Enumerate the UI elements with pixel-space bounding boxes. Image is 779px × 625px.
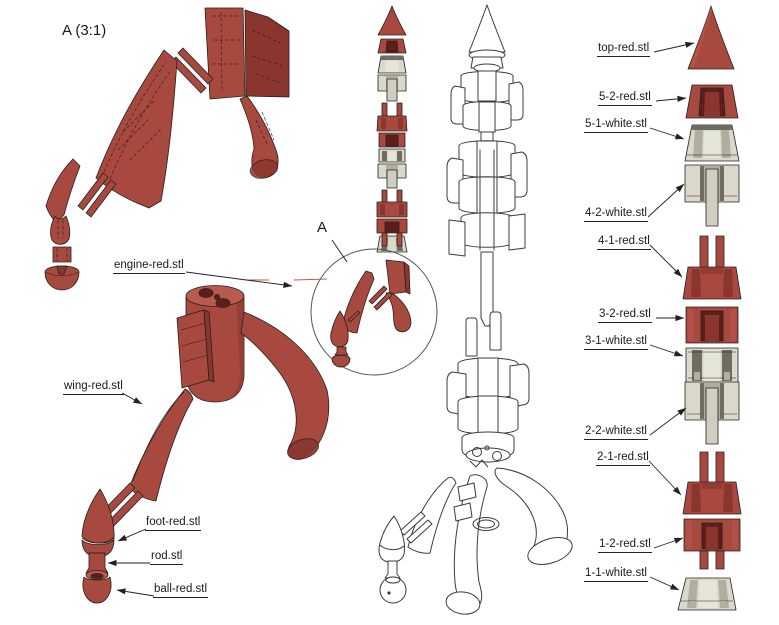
part-thumb-3-1-white [685,347,739,384]
label-engine-red: engine-red.stl [113,259,185,274]
label-2-2-white: 2-2-white.stl [584,425,648,440]
part-thumb-4-1-red [682,235,742,300]
label-1-2-red: 1-2-red.stl [598,538,652,553]
detail-view-title: A (3:1) [62,22,107,39]
label-foot-red: foot-red.stl [145,516,202,531]
label-2-1-red: 2-1-red.stl [596,451,650,466]
label-wing-red: wing-red.stl [63,380,124,395]
parts-column-graphic [677,5,742,611]
part-thumb-4-2-white [684,164,740,227]
leader-lines [107,41,695,597]
label-4-1-red: 4-1-red.stl [597,235,651,250]
detail-a-view-graphic [44,7,290,291]
part-thumb-3-2-red [685,306,739,344]
label-top-red: top-red.stl [597,42,651,57]
label-5-2-red: 5-2-red.stl [598,91,652,106]
label-5-1-white: 5-1-white.stl [584,118,648,133]
label-4-2-white: 4-2-white.stl [584,207,648,222]
label-rod: rod.stl [150,550,184,565]
red-assembly-graphic [81,285,330,604]
part-thumb-1-2-red [683,518,741,570]
callout-label: A [317,219,328,236]
small-exploded-stack-graphic [376,5,408,253]
part-thumb-top-red [687,5,735,70]
part-thumb-1-1-white [677,577,737,611]
part-thumb-2-2-white [684,381,740,445]
part-thumb-5-1-white [684,124,740,162]
detail-a-callout-graphic [245,239,438,376]
wireframe-rocket-graphic [378,4,573,615]
part-thumb-5-2-red [685,84,739,119]
label-3-2-red: 3-2-red.stl [598,308,652,323]
label-ball-red: ball-red.stl [153,583,209,598]
label-1-1-white: 1-1-white.stl [584,567,648,582]
part-thumb-2-1-red [682,451,742,515]
label-3-1-white: 3-1-white.stl [584,335,648,350]
